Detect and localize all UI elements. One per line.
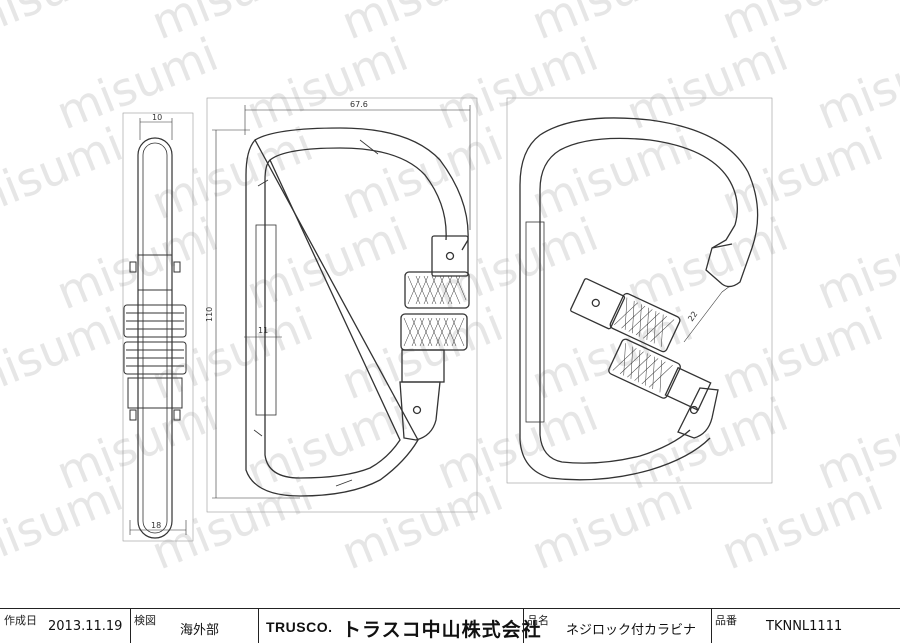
created-value: 2013.11.19 [48,619,123,634]
technical-drawing: 10 18 67.6 110 11 22 [122,97,773,542]
part-no-label: 品番 [715,614,737,627]
checked-value: 海外部 [180,623,220,638]
front-knurl [403,275,467,347]
created-label: 作成日 [4,614,37,627]
dim-gate-opening: 22 [686,310,699,324]
gate-opening-dimension [683,285,731,343]
front-view-dimensions [212,105,471,499]
brand-logo: TRUSCO. [266,619,333,635]
open-gate-view [519,117,759,481]
front-view-frame [206,97,478,513]
checked-label: 検図 [134,614,156,627]
side-view [123,137,187,539]
product-name-label: 品名 [527,614,549,627]
dim-bar-width: 11 [258,326,268,335]
dim-bottom-width: 18 [151,521,161,530]
dim-overall-width: 67.6 [350,100,368,109]
part-no-value: TKNNL1111 [766,619,843,634]
front-view [245,127,470,497]
dim-width-thickness: 10 [152,113,162,122]
title-block: 作成日 2013.11.19 検図 海外部 TRUSCO. トラスコ中山株式会社… [0,608,900,643]
side-view-frame [122,112,194,542]
open-view-frame [506,97,773,484]
open-knurl [612,297,675,393]
company-name: トラスコ中山株式会社 [342,619,542,641]
dim-overall-height: 110 [205,307,214,322]
side-view-dimensions [129,118,187,535]
product-name-value: ネジロック付カラビナ [566,623,697,638]
